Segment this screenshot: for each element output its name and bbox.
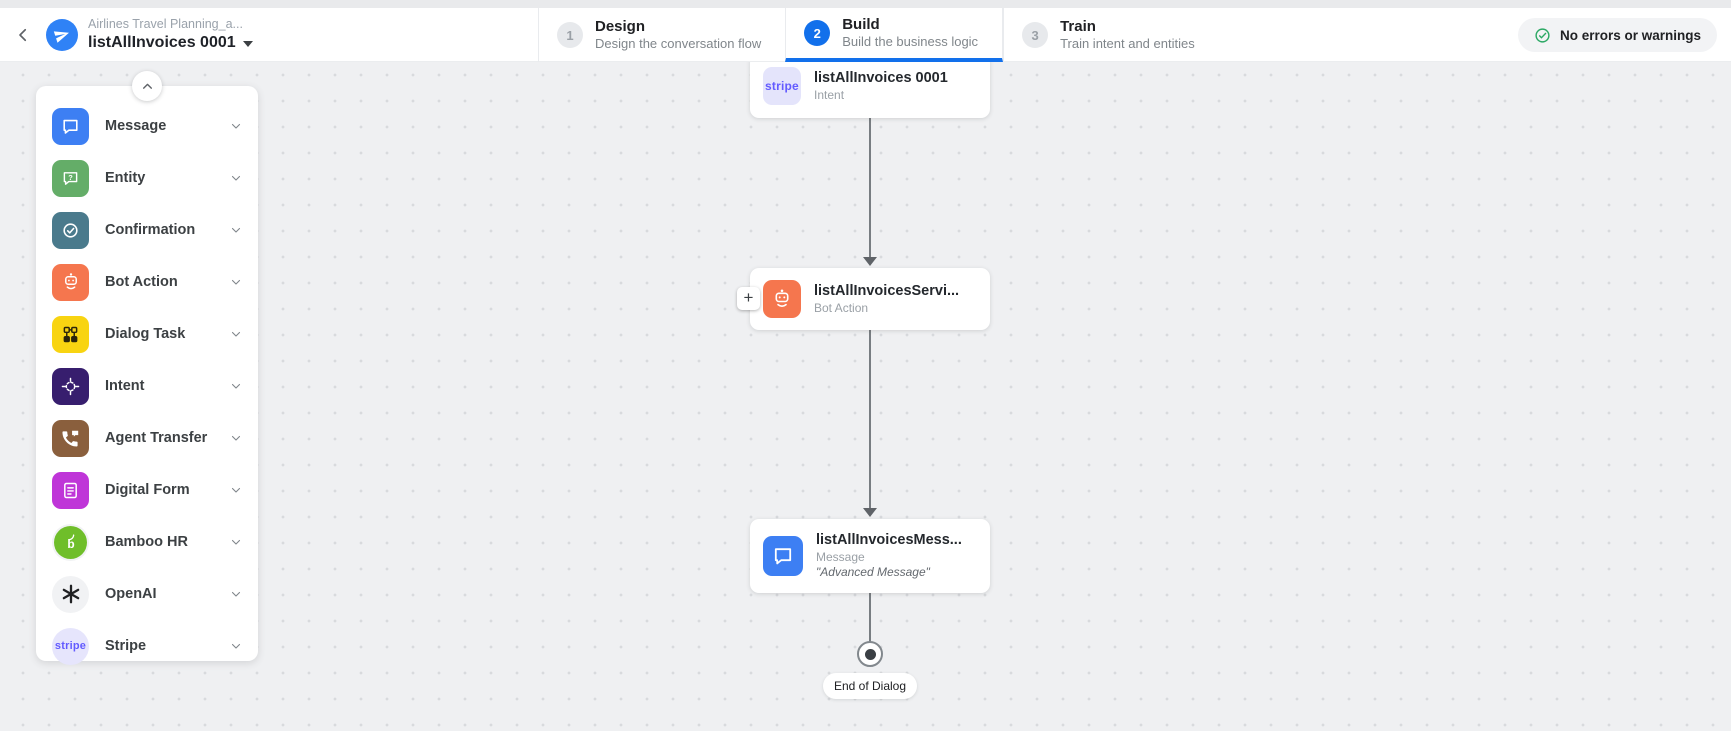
arrowhead-icon bbox=[863, 508, 877, 517]
message-icon bbox=[52, 107, 89, 145]
node-title: listAllInvoicesMess... bbox=[816, 531, 962, 548]
connector-line bbox=[869, 118, 871, 264]
palette-item-openai[interactable]: OpenAI bbox=[36, 568, 258, 620]
window-top-strip bbox=[0, 0, 1731, 8]
chevron-down-icon[interactable] bbox=[230, 536, 242, 548]
palette-collapse-button[interactable] bbox=[132, 71, 162, 101]
status-text: No errors or warnings bbox=[1559, 27, 1701, 43]
chevron-down-icon[interactable] bbox=[230, 120, 242, 132]
step-tabs: 1 Design Design the conversation flow 2 … bbox=[538, 8, 1219, 62]
openai-icon bbox=[52, 575, 89, 613]
node-note: "Advanced Message" bbox=[816, 565, 930, 580]
dialog-name-switcher[interactable]: listAllInvoices 0001 bbox=[88, 33, 253, 53]
node-bot-action[interactable]: listAllInvoicesServi... Bot Action bbox=[750, 268, 990, 330]
validation-status-badge[interactable]: No errors or warnings bbox=[1517, 18, 1717, 52]
palette-item-bot-action[interactable]: Bot Action bbox=[36, 256, 258, 308]
node-subtitle: Bot Action bbox=[814, 300, 869, 315]
step-number: 3 bbox=[1022, 22, 1049, 48]
chevron-down-icon[interactable] bbox=[230, 640, 242, 652]
palette-item-intent[interactable]: Intent bbox=[36, 360, 258, 412]
confirmation-icon bbox=[52, 211, 89, 249]
palette-item-dialog-task[interactable]: Dialog Task bbox=[36, 308, 258, 360]
end-dot bbox=[864, 648, 876, 660]
entity-icon: ? bbox=[52, 159, 89, 197]
node-intent[interactable]: stripe listAllInvoices 0001 Intent bbox=[750, 54, 990, 118]
palette-item-message[interactable]: Message bbox=[36, 100, 258, 152]
digital-form-icon bbox=[52, 471, 89, 509]
bot-avatar bbox=[46, 19, 78, 51]
check-circle-icon bbox=[1535, 27, 1550, 43]
step-subtitle: Train intent and entities bbox=[1060, 36, 1195, 52]
step-subtitle: Design the conversation flow bbox=[595, 36, 762, 52]
tab-design[interactable]: 1 Design Design the conversation flow bbox=[538, 8, 785, 62]
chevron-down-icon[interactable] bbox=[230, 432, 242, 444]
chevron-down-icon[interactable] bbox=[230, 588, 242, 600]
connector-line bbox=[869, 330, 871, 508]
dialog-name: listAllInvoices 0001 bbox=[88, 33, 236, 51]
palette-item-agent-transfer[interactable]: Agent Transfer bbox=[36, 412, 258, 464]
bamboohr-icon: b bbox=[52, 523, 89, 561]
node-title: listAllInvoices 0001 bbox=[814, 69, 948, 86]
bot-action-node-icon bbox=[763, 280, 801, 318]
agent-transfer-icon bbox=[52, 419, 89, 457]
add-node-button[interactable]: + bbox=[737, 287, 760, 310]
message-node-icon bbox=[763, 536, 803, 576]
node-palette: Message ? Entity Confirmation Bot Action bbox=[36, 71, 258, 665]
header-bar: Airlines Travel Planning_a... listAllInv… bbox=[0, 8, 1731, 62]
chevron-down-icon[interactable] bbox=[230, 484, 242, 496]
step-subtitle: Build the business logic bbox=[842, 34, 979, 50]
end-of-dialog-marker[interactable] bbox=[857, 641, 883, 667]
end-of-dialog-label: End of Dialog bbox=[823, 673, 917, 699]
svg-text:b: b bbox=[67, 537, 74, 551]
connector-line bbox=[869, 593, 871, 643]
app-name: Airlines Travel Planning_a... bbox=[88, 17, 243, 32]
paper-plane-icon bbox=[53, 31, 69, 43]
chevron-left-icon bbox=[19, 28, 27, 42]
intent-icon bbox=[52, 367, 89, 405]
chevron-up-icon bbox=[142, 83, 152, 89]
chevron-down-icon[interactable] bbox=[230, 224, 242, 236]
bot-action-icon bbox=[52, 263, 89, 301]
palette-item-stripe[interactable]: stripe Stripe bbox=[36, 620, 258, 672]
tab-build[interactable]: 2 Build Build the business logic bbox=[785, 8, 1004, 62]
palette-item-entity[interactable]: ? Entity bbox=[36, 152, 258, 204]
chevron-down-icon[interactable] bbox=[230, 276, 242, 288]
step-number: 2 bbox=[804, 20, 831, 46]
back-button[interactable] bbox=[10, 22, 36, 48]
dialog-task-icon bbox=[52, 315, 89, 353]
node-subtitle: Intent bbox=[814, 87, 845, 102]
stripe-icon: stripe bbox=[52, 627, 89, 665]
node-message[interactable]: listAllInvoicesMess... Message "Advanced… bbox=[750, 519, 990, 593]
node-title: listAllInvoicesServi... bbox=[814, 282, 960, 299]
arrowhead-icon bbox=[863, 257, 877, 266]
stripe-node-icon: stripe bbox=[763, 67, 801, 105]
step-title: Build bbox=[842, 15, 880, 33]
palette-item-bamboo-hr[interactable]: b Bamboo HR bbox=[36, 516, 258, 568]
chevron-down-icon[interactable] bbox=[230, 328, 242, 340]
step-title: Design bbox=[595, 17, 646, 35]
palette-item-digital-form[interactable]: Digital Form bbox=[36, 464, 258, 516]
caret-down-icon bbox=[242, 40, 253, 47]
svg-text:?: ? bbox=[68, 172, 73, 181]
chevron-down-icon[interactable] bbox=[230, 380, 242, 392]
palette-item-confirmation[interactable]: Confirmation bbox=[36, 204, 258, 256]
step-title: Train bbox=[1060, 17, 1096, 35]
node-subtitle: Message bbox=[816, 549, 865, 564]
chevron-down-icon[interactable] bbox=[230, 172, 242, 184]
tab-train[interactable]: 3 Train Train intent and entities bbox=[1003, 8, 1219, 62]
step-number: 1 bbox=[557, 22, 583, 48]
